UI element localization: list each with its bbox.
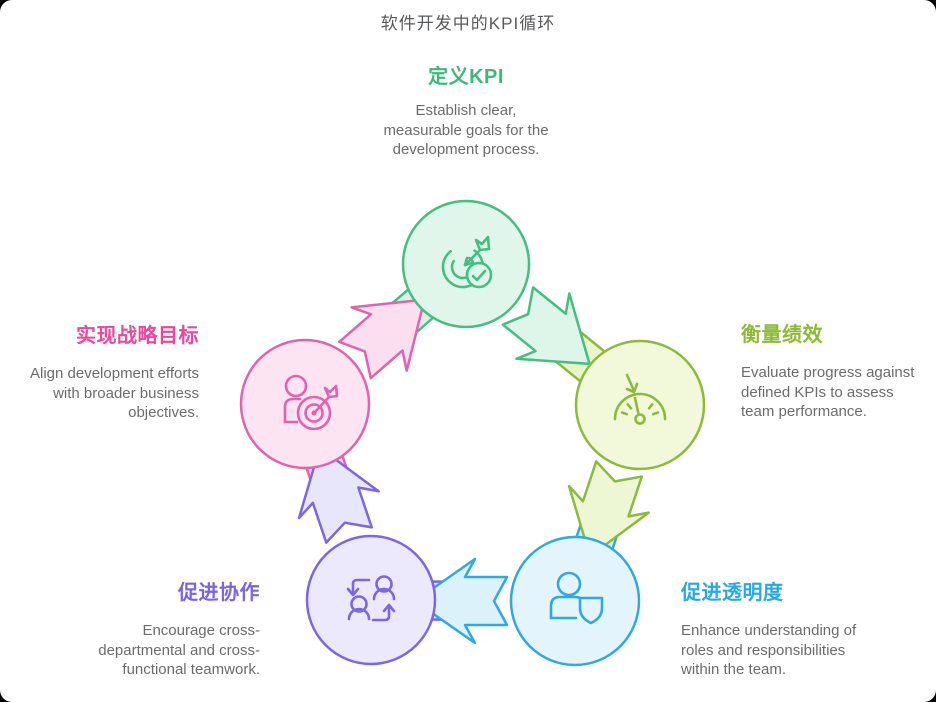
measure-performance-label: 衡量绩效 [741, 324, 823, 346]
arrow-transparency-to-collaboration [413, 557, 509, 645]
promote-transparency-label: 促进透明度 [681, 582, 784, 604]
promote-collaboration-label: 促进协作 [178, 582, 260, 604]
define-kpi-description: Establish clear, measurable goals for th… [383, 102, 549, 158]
promote-collaboration-circle [305, 534, 437, 666]
cycle-arrows [297, 286, 651, 645]
promote-transparency-circle [509, 535, 641, 667]
page-title: 软件开发中的KPI循环 [380, 14, 556, 33]
arrow-measure-to-transparency [567, 460, 651, 558]
arrow-collaboration-to-strategic [297, 446, 380, 544]
promote-transparency-description: Enhance understanding of roles and respo… [681, 622, 857, 678]
gauge-icon [613, 373, 667, 425]
collaboration-icon [346, 575, 396, 622]
arrow-strategic-to-define [338, 298, 426, 380]
achieve-strategic-description: Align development efforts with broader b… [30, 365, 199, 421]
target-check-icon [441, 235, 493, 289]
measure-performance-circle [574, 339, 706, 471]
user-target-icon [283, 374, 339, 431]
measure-performance-description: Evaluate progress against defined KPIs t… [741, 364, 915, 420]
achieve-strategic-label: 实现战略目标 [76, 325, 199, 347]
define-kpi-label: 定义KPI [428, 66, 504, 88]
arrow-define-to-measure [501, 286, 591, 366]
user-shield-icon [549, 571, 604, 625]
promote-collaboration-description: Encourage cross- departmental and cross-… [98, 622, 260, 678]
